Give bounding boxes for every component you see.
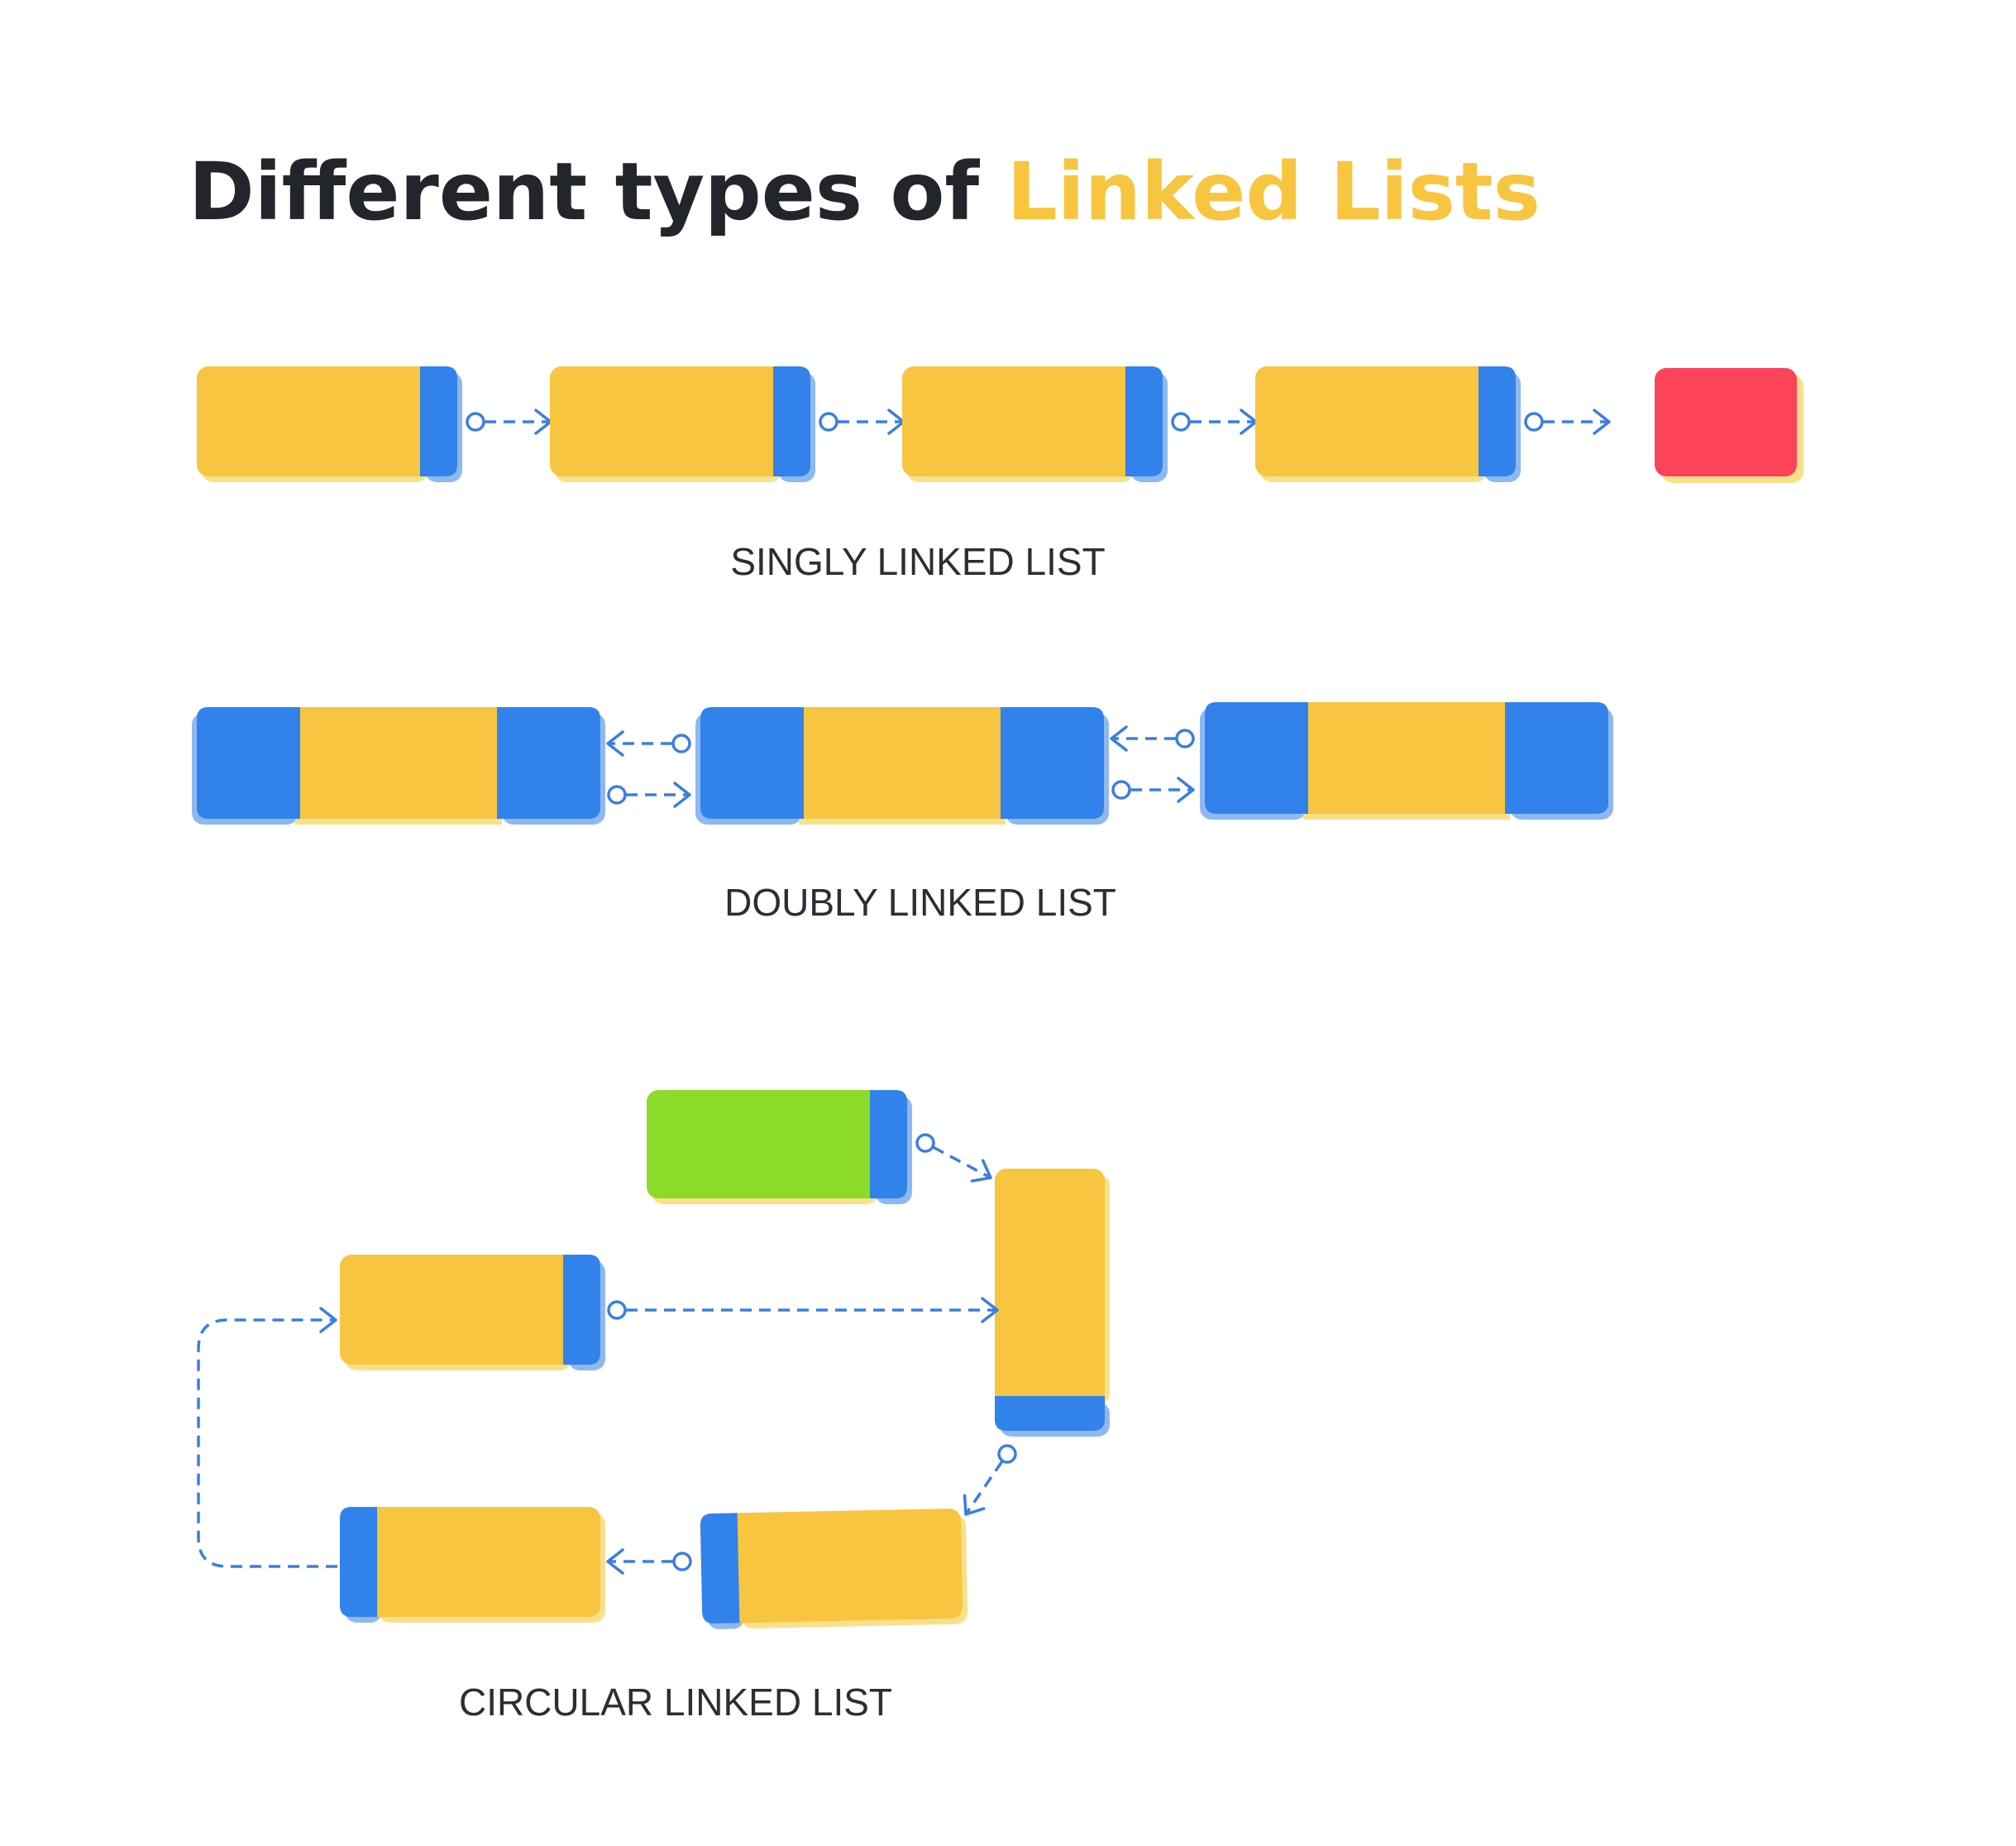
circular-arrow-2-to-3 <box>963 1444 1017 1516</box>
connector-line <box>932 1145 991 1179</box>
doubly-node-1 <box>192 707 605 825</box>
singly-null-node <box>1655 368 1803 483</box>
node-pointer-field <box>1125 366 1163 476</box>
title-prefix: Different types of <box>189 146 1007 238</box>
pointer-origin-dot <box>607 785 627 805</box>
doubly-next-arrow-2 <box>1111 777 1195 803</box>
node-data-field <box>902 366 1163 476</box>
pointer-origin-dot <box>997 1444 1017 1464</box>
node-data-field <box>1655 368 1797 476</box>
node-data-field <box>1255 366 1516 476</box>
pointer-origin-dot <box>1111 780 1131 800</box>
arrow-head-icon <box>1177 777 1195 803</box>
doubly-linked-list <box>192 702 1613 825</box>
node-data-field <box>340 1255 600 1365</box>
singly-linked-list <box>197 366 1803 483</box>
pointer-origin-dot <box>607 1300 627 1320</box>
singly-caption: SINGLY LINKED LIST <box>730 540 1105 583</box>
singly-next-arrow-2 <box>819 409 905 435</box>
doubly-node-3 <box>1200 702 1613 820</box>
circular-arrow-3-to-4 <box>606 1548 692 1575</box>
prev-pointer-field <box>197 707 300 819</box>
singly-node-3 <box>902 366 1168 482</box>
arrow-head-icon <box>1110 725 1128 752</box>
arrow-head-icon <box>319 1307 337 1333</box>
connector-line <box>197 1318 337 1568</box>
arrow-head-icon <box>606 1548 624 1575</box>
node-data-field <box>700 1508 963 1624</box>
page-title: Different types of Linked Lists <box>189 146 1541 238</box>
singly-node-2 <box>550 366 815 482</box>
circular-arrow-4-to-5 <box>197 1307 337 1568</box>
circular-node-3 <box>700 1508 968 1629</box>
node-pointer-field <box>420 366 457 476</box>
circular-caption: CIRCULAR LINKED LIST <box>459 1681 892 1724</box>
doubly-prev-arrow-1 <box>606 730 691 757</box>
node-pointer-field <box>870 1090 907 1198</box>
doubly-prev-arrow-2 <box>1110 725 1195 752</box>
node-data-field <box>197 366 457 476</box>
arrow-head-icon <box>970 1159 992 1183</box>
doubly-caption: DOUBLY LINKED LIST <box>724 881 1116 924</box>
circular-node-5 <box>340 1255 605 1370</box>
pointer-origin-dot <box>1175 729 1195 748</box>
pointer-origin-dot <box>915 1133 935 1153</box>
circular-node-2 <box>995 1169 1110 1437</box>
node-pointer-field <box>995 1396 1105 1431</box>
circular-arrow-head-to-2 <box>915 1133 992 1183</box>
node-data-field <box>995 1169 1105 1431</box>
circular-node-4 <box>340 1507 605 1623</box>
node-data-field <box>340 1507 600 1617</box>
node-data-field <box>647 1090 907 1198</box>
arrow-head-icon <box>981 1297 999 1323</box>
prev-pointer-field <box>1205 702 1308 814</box>
next-pointer-field <box>1505 702 1608 814</box>
next-pointer-field <box>497 707 600 819</box>
node-pointer-field <box>700 1513 740 1624</box>
pointer-origin-dot <box>466 412 485 432</box>
circular-linked-list <box>197 1090 1110 1629</box>
title-highlight: Linked Lists <box>1007 146 1541 238</box>
singly-next-arrow-1 <box>466 409 552 435</box>
doubly-next-arrow-1 <box>607 782 691 808</box>
doubly-node-2 <box>695 707 1109 825</box>
node-pointer-field <box>563 1255 600 1365</box>
arrow-head-icon <box>963 1494 986 1516</box>
singly-node-1 <box>197 366 462 482</box>
singly-next-arrow-3 <box>1171 409 1258 435</box>
pointer-origin-dot <box>671 734 691 753</box>
singly-next-arrow-4 <box>1524 409 1611 435</box>
pointer-origin-dot <box>672 1552 692 1571</box>
arrow-head-icon <box>673 782 691 808</box>
prev-pointer-field <box>700 707 804 819</box>
connector-line <box>964 1461 1004 1515</box>
arrow-head-icon <box>1593 409 1611 435</box>
node-data-field <box>550 366 810 476</box>
pointer-origin-dot <box>819 412 838 432</box>
arrow-head-icon <box>606 730 624 757</box>
pointer-origin-dot <box>1171 412 1191 432</box>
circular-head-node <box>647 1090 912 1204</box>
pointer-origin-dot <box>1524 412 1544 432</box>
next-pointer-field <box>1001 707 1104 819</box>
node-pointer-field <box>1479 366 1516 476</box>
circular-arrow-5-to-2 <box>607 1297 999 1323</box>
singly-node-4 <box>1255 366 1521 482</box>
node-pointer-field <box>773 366 810 476</box>
node-pointer-field <box>340 1507 377 1617</box>
